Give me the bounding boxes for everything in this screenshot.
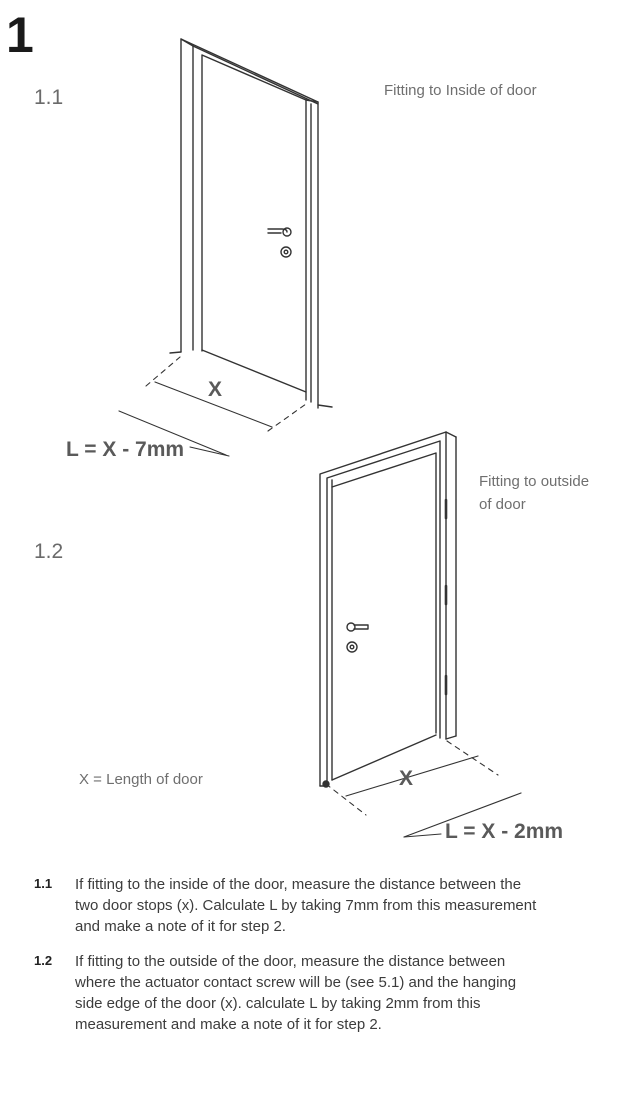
instruction-line: and make a note of it for step 2. — [75, 918, 286, 935]
figure-1-1-caption: Fitting to Inside of door — [384, 82, 537, 99]
figure-1-1-label: 1.1 — [34, 86, 64, 109]
figure-1-2-caption-line2: of door — [479, 496, 526, 513]
instruction-line: If fitting to the outside of the door, m… — [75, 953, 506, 970]
figure-1-2-formula: L = X - 2mm — [445, 820, 564, 843]
door-1-1-handle-icon — [267, 227, 292, 258]
door-1-2-handle-icon — [346, 622, 369, 653]
figure-1-2-label: 1.2 — [34, 540, 64, 563]
instruction-number: 1.1 — [34, 876, 53, 891]
figure-1-2-legend: X = Length of door — [79, 771, 203, 788]
step-number: 1 — [6, 7, 34, 63]
instruction-line: two door stops (x). Calculate L by takin… — [75, 897, 537, 914]
figure-1-1-formula: L = X - 7mm — [66, 438, 185, 461]
figure-1-2-caption-line1: Fitting to outside — [479, 473, 590, 490]
instruction-line: side edge of the door (x). calculate L b… — [75, 995, 481, 1012]
door-1-1-illustration — [118, 38, 333, 457]
door-diagrams — [118, 38, 522, 838]
figure-1-1-x-label: X — [208, 378, 223, 401]
instruction-line: where the actuator contact screw will be… — [75, 974, 517, 991]
instruction-line: If fitting to the inside of the door, me… — [75, 876, 522, 893]
instruction-line: measurement and make a note of it for st… — [75, 1016, 382, 1033]
door-1-2-illustration — [319, 431, 522, 838]
instruction-number: 1.2 — [34, 953, 53, 968]
figure-1-2-x-label: X — [399, 767, 414, 790]
